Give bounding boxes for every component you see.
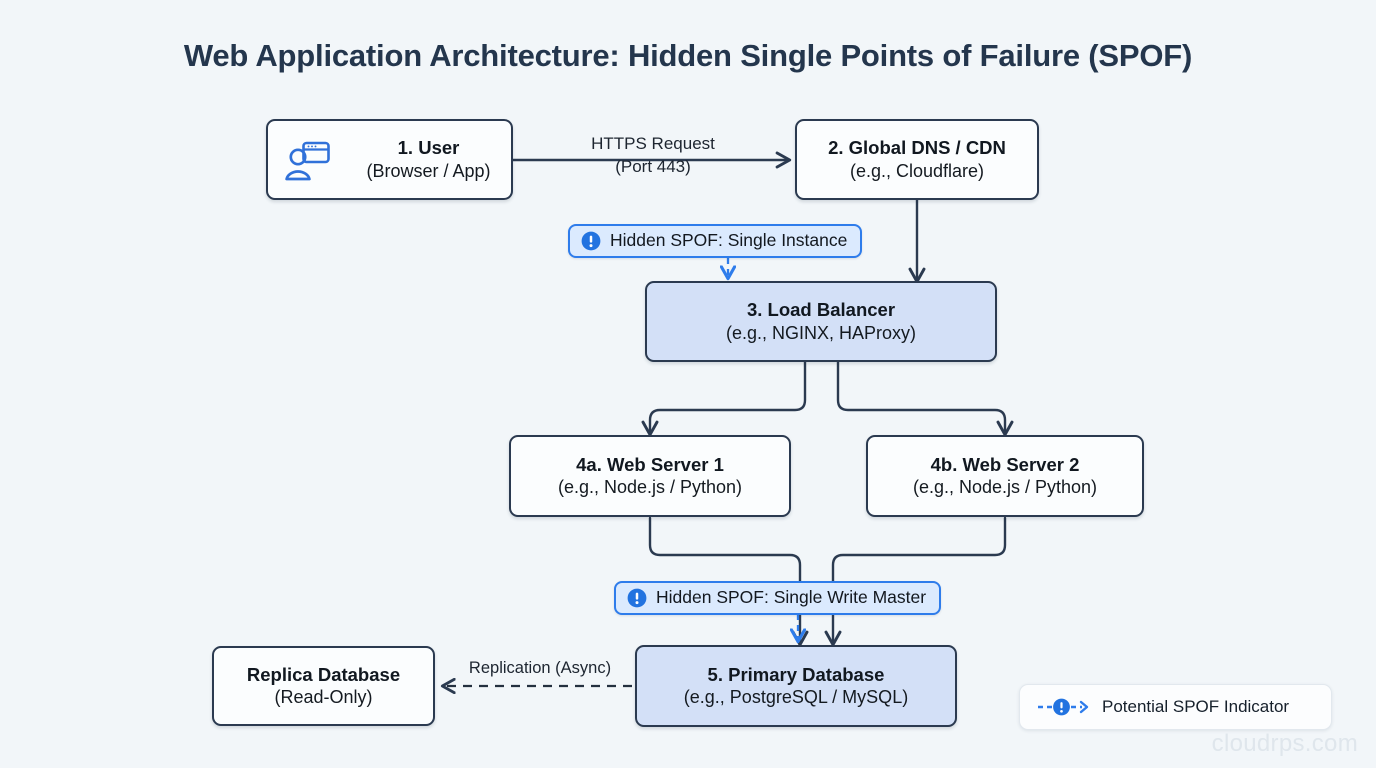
node-primary-database-title: 5. Primary Database (707, 663, 885, 685)
node-user[interactable]: 1. User (Browser / App) (266, 119, 513, 200)
badge-spof-primary-database[interactable]: Hidden SPOF: Single Write Master (614, 581, 942, 615)
node-replica-database-subtitle: (Read-Only) (274, 687, 373, 708)
node-load-balancer-title: 3. Load Balancer (746, 299, 896, 321)
node-replica-database[interactable]: Replica Database (Read-Only) (212, 646, 435, 726)
edge-label-replication-line1: Replication (Async) (468, 659, 612, 677)
legend-spof-indicator: Potential SPOF Indicator (1019, 684, 1332, 730)
badge-spof-load-balancer[interactable]: Hidden SPOF: Single Instance (568, 224, 863, 258)
node-user-labels: 1. User (Browser / App) (346, 136, 511, 183)
node-dns-subtitle: (e.g., Cloudflare) (849, 160, 985, 181)
node-primary-database-subtitle: (e.g., PostgreSQL / MySQL) (683, 687, 909, 708)
dashed-exclamation-arrow-icon (1038, 698, 1089, 716)
user-browser-icon (285, 141, 330, 180)
node-load-balancer[interactable]: 3. Load Balancer (e.g., NGINX, HAProxy) (645, 281, 997, 362)
edge-load-balancer-to-web-server-2 (836, 359, 1005, 434)
badge-spof-load-balancer-label: Hidden SPOF: Single Instance (610, 230, 848, 250)
node-dns-title: 2. Global DNS / CDN (828, 137, 1006, 159)
legend-label: Potential SPOF Indicator (1102, 697, 1290, 716)
node-web-server-2-subtitle: (e.g., Node.js / Python) (912, 477, 1098, 498)
exclamation-circle-icon (581, 231, 601, 250)
edge-label-https-request: HTTPS Request (Port 443) (533, 133, 773, 179)
badge-spof-primary-database-label: Hidden SPOF: Single Write Master (656, 587, 927, 607)
page-title: Web Application Architecture: Hidden Sin… (183, 38, 1193, 73)
node-web-server-1[interactable]: 4a. Web Server 1 (e.g., Node.js / Python… (509, 435, 791, 517)
node-web-server-1-title: 4a. Web Server 1 (576, 453, 724, 475)
node-web-server-2[interactable]: 4b. Web Server 2 (e.g., Node.js / Python… (866, 435, 1144, 517)
edge-load-balancer-to-web-server-1 (650, 359, 807, 434)
node-replica-database-title: Replica Database (246, 663, 401, 685)
node-primary-database[interactable]: 5. Primary Database (e.g., PostgreSQL / … (635, 645, 957, 727)
node-load-balancer-subtitle: (e.g., NGINX, HAProxy) (725, 322, 917, 343)
node-user-subtitle: (Browser / App) (366, 160, 491, 181)
node-global-dns-cdn[interactable]: 2. Global DNS / CDN (e.g., Cloudflare) (795, 119, 1039, 200)
watermark: cloudrps.com (1211, 730, 1358, 757)
node-web-server-2-title: 4b. Web Server 2 (930, 453, 1080, 475)
node-web-server-1-subtitle: (e.g., Node.js / Python) (557, 477, 743, 498)
edge-label-https-request-line1: HTTPS Request (591, 134, 715, 153)
edge-label-replication: Replication (Async) (447, 657, 633, 679)
edge-label-https-request-line2: (Port 443) (615, 156, 691, 176)
node-user-title: 1. User (397, 137, 460, 159)
exclamation-circle-icon (627, 588, 647, 607)
